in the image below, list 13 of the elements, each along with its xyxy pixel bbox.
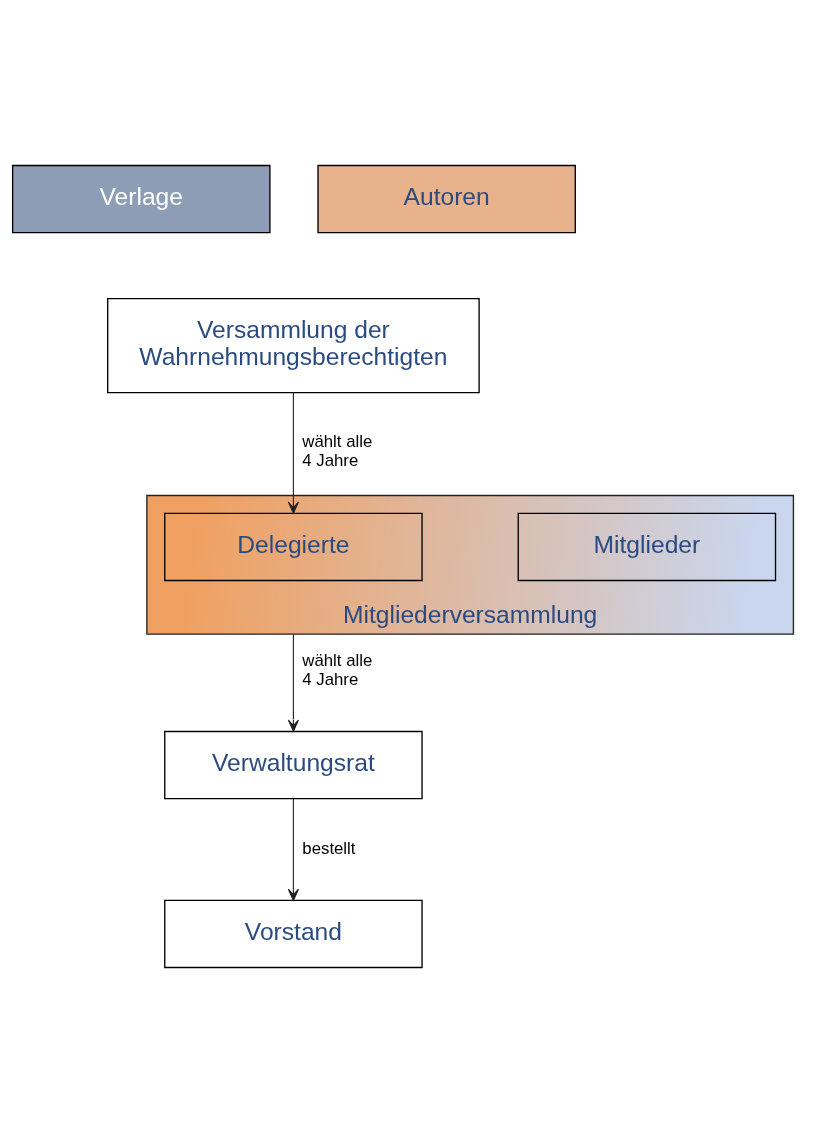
node-box: Vorstand xyxy=(164,899,423,968)
edge-label: wählt alle 4 Jahre xyxy=(302,650,373,689)
node-box: Mitglieder xyxy=(517,512,777,581)
arrow xyxy=(287,797,299,901)
node-box: Versammlung der Wahrnehmungsberechtigten xyxy=(107,297,480,393)
node-box: Verwaltungsrat xyxy=(164,730,423,799)
node-box: Verlage xyxy=(11,164,271,233)
edge-label: wählt alle 4 Jahre xyxy=(302,431,373,470)
node-box: Autoren xyxy=(317,164,576,233)
arrow xyxy=(287,391,299,514)
edge-label: bestellt xyxy=(302,838,356,858)
node-box: Delegierte xyxy=(164,512,423,581)
arrow xyxy=(287,633,299,732)
